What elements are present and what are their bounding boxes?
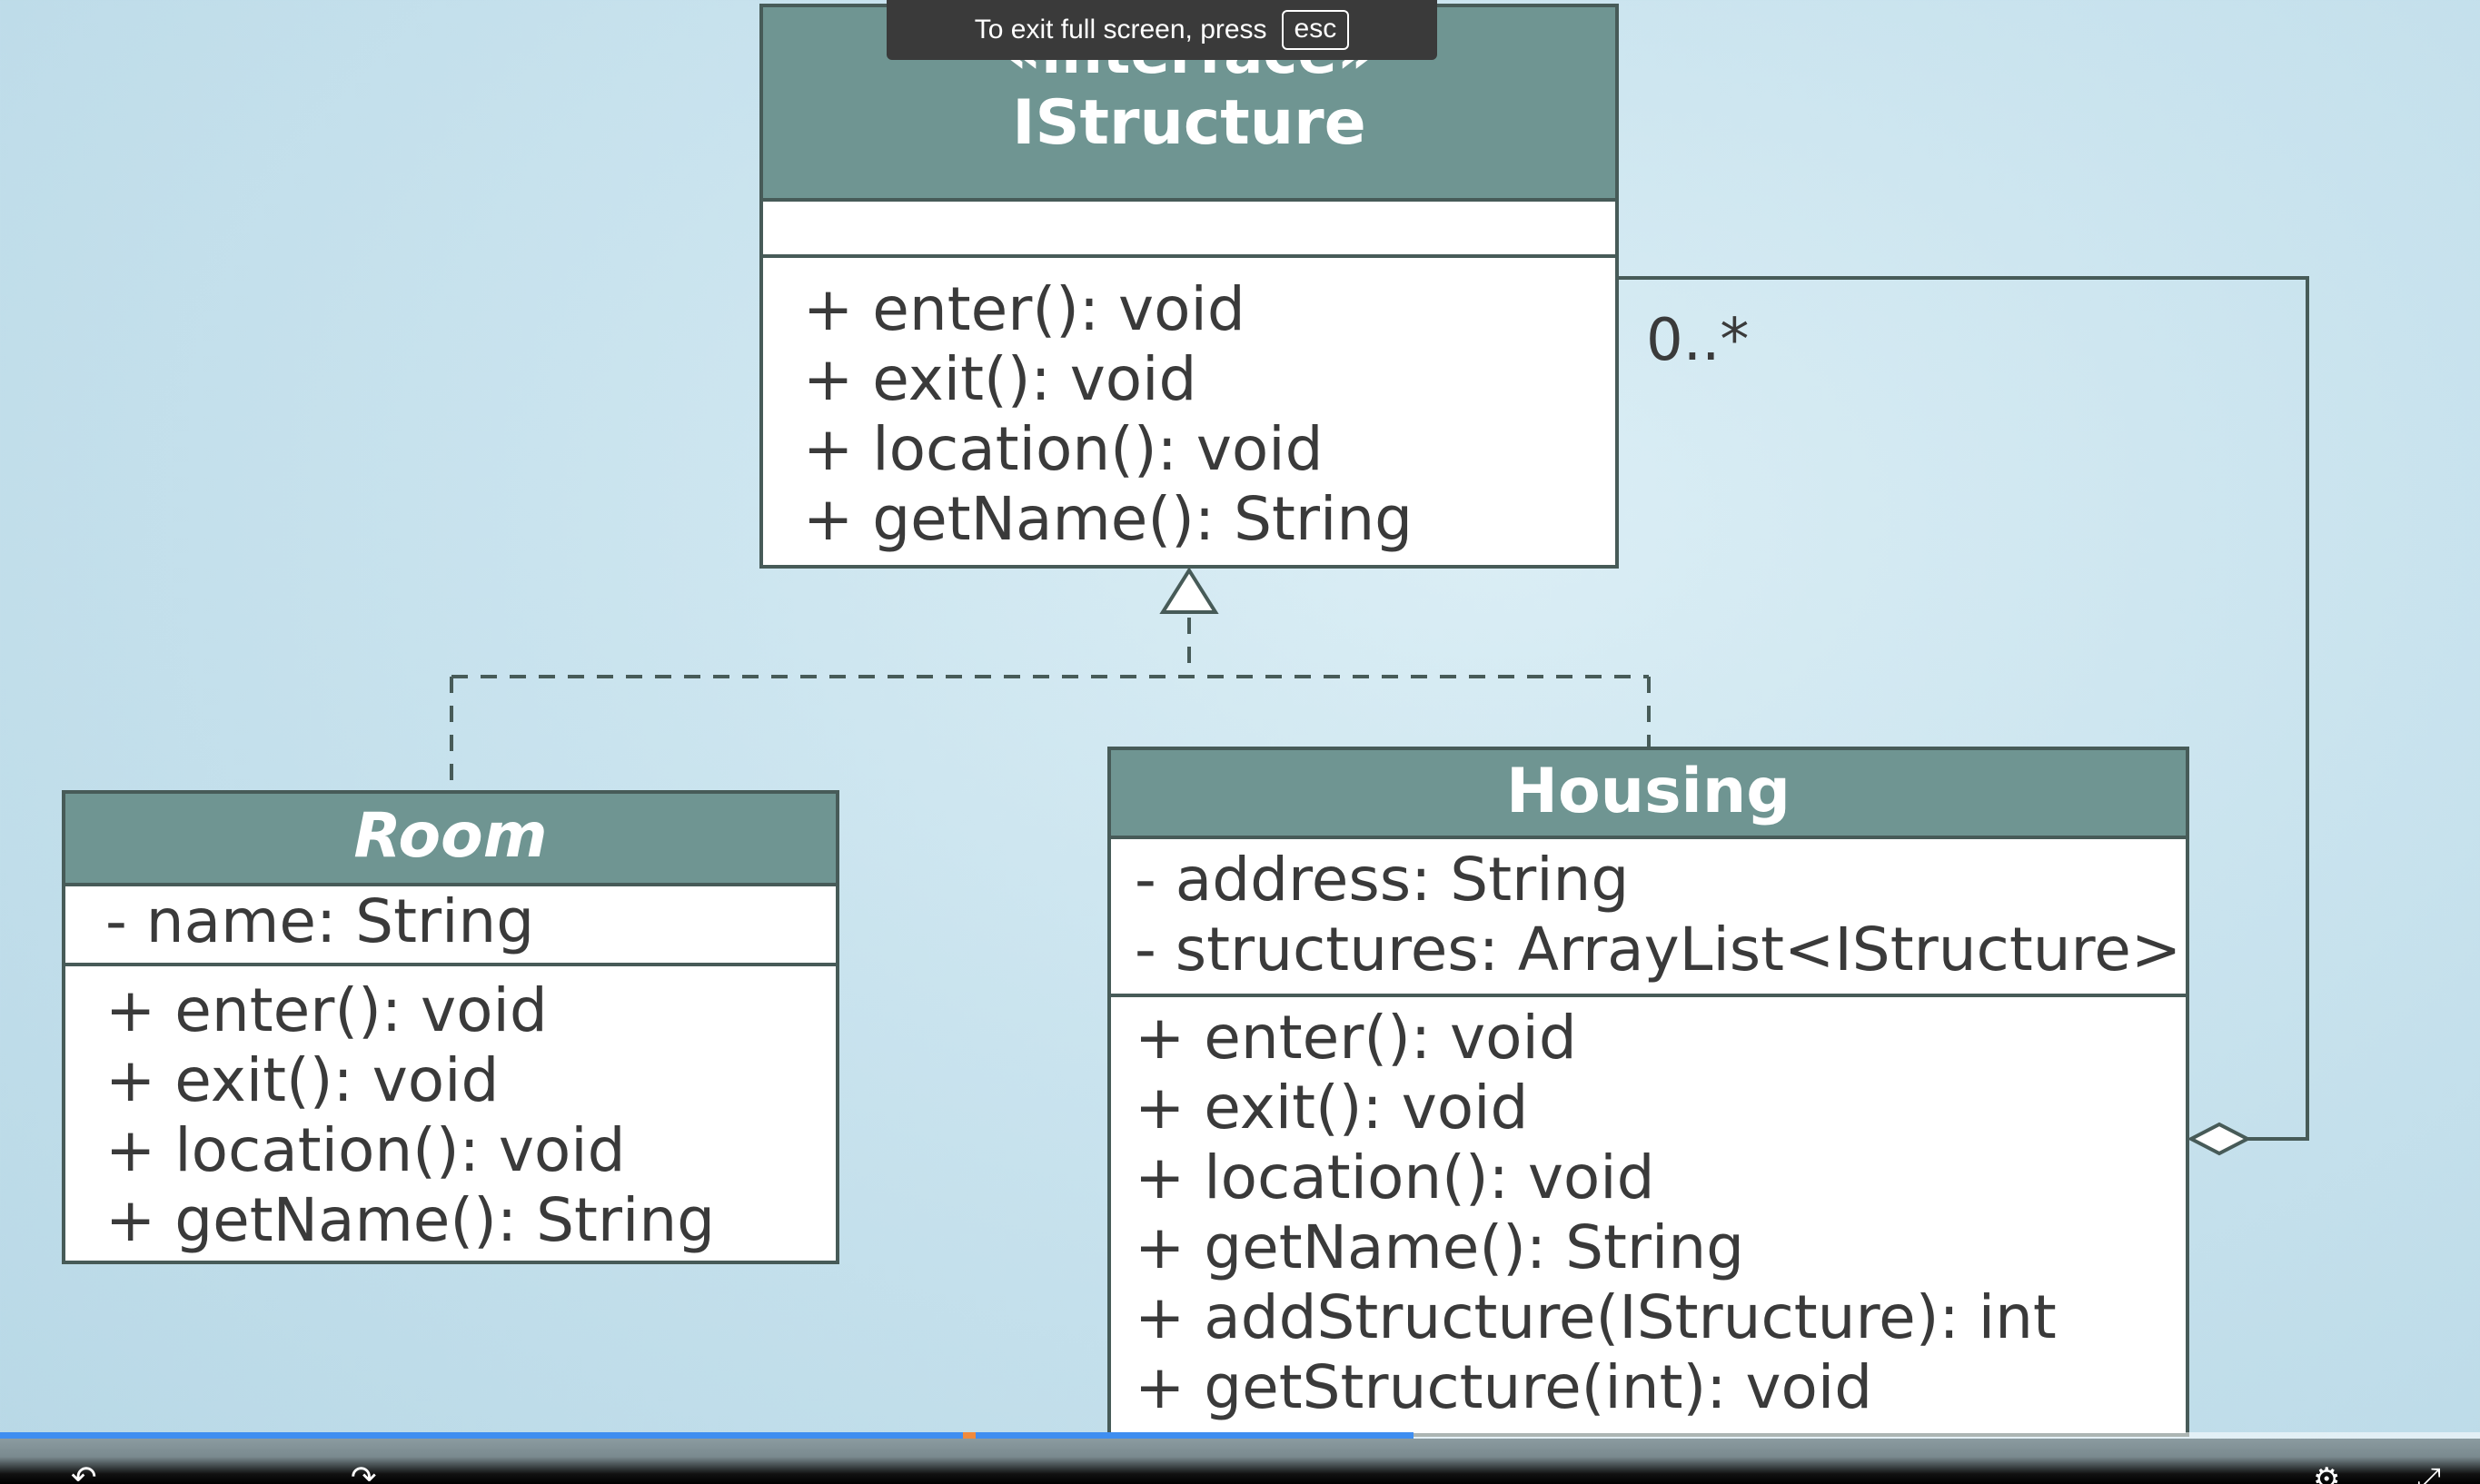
aggregation-line — [1619, 276, 2309, 1141]
operation: + addStructure(IStructure): int — [1135, 1282, 2057, 1352]
operation: + getName(): String — [105, 1185, 716, 1255]
operation: + enter(): void — [803, 274, 1245, 344]
operation: + location(): void — [1135, 1143, 1655, 1212]
aggregation-diamond — [2187, 1122, 2252, 1156]
rewind-icon[interactable]: ↶ — [71, 1459, 97, 1484]
attribute: - structures: ArrayList<IStructure> — [1135, 915, 2182, 984]
room-operations: + enter(): void + exit(): void + locatio… — [65, 966, 836, 1255]
attribute: - address: String — [1135, 845, 1630, 915]
esc-key-hint: esc — [1281, 10, 1350, 50]
attribute: - name: String — [105, 886, 535, 956]
housing-class-box: Housing - address: String - structures: … — [1107, 747, 2189, 1437]
fullscreen-exit-notice: To exit full screen, press esc — [887, 0, 1437, 60]
operation: + exit(): void — [1135, 1073, 1529, 1143]
fullscreen-exit-icon[interactable]: ⤢ — [2416, 1461, 2442, 1484]
room-class-name: Room — [65, 794, 836, 886]
operation: + enter(): void — [1135, 1003, 1577, 1073]
interface-name: IStructure — [1012, 87, 1366, 159]
video-progress-marker[interactable] — [963, 1432, 976, 1439]
forward-icon[interactable]: ↷ — [351, 1459, 377, 1484]
video-progress-fill[interactable] — [0, 1432, 1414, 1439]
operation: + getName(): String — [1135, 1212, 1745, 1282]
room-attributes: - name: String — [65, 886, 836, 966]
operation: + getName(): String — [803, 484, 1414, 554]
operation: + getStructure(int): void — [1135, 1352, 1873, 1422]
operation: + location(): void — [803, 414, 1324, 484]
aggregation-multiplicity: 0..* — [1646, 307, 1750, 374]
settings-icon[interactable]: ⚙ — [2313, 1461, 2341, 1484]
operation: + enter(): void — [105, 975, 548, 1045]
realization-arrowhead — [1159, 567, 1219, 614]
room-class-box: Room - name: String + enter(): void + ex… — [62, 790, 839, 1264]
istructure-attributes — [763, 202, 1615, 258]
operation: + exit(): void — [105, 1045, 500, 1115]
operation: + exit(): void — [803, 344, 1197, 414]
istructure-operations: + enter(): void + exit(): void + locatio… — [763, 258, 1615, 554]
fullscreen-notice-text: To exit full screen, press — [974, 15, 1267, 45]
istructure-interface-box: «interface» IStructure + enter(): void +… — [759, 4, 1619, 569]
operation: + location(): void — [105, 1115, 626, 1185]
housing-operations: + enter(): void + exit(): void + locatio… — [1111, 997, 2186, 1422]
housing-attributes: - address: String - structures: ArrayLis… — [1111, 839, 2186, 997]
housing-class-name: Housing — [1111, 750, 2186, 839]
video-control-bar: ↶ ↷ ⚙ ⤢ — [0, 1439, 2480, 1484]
